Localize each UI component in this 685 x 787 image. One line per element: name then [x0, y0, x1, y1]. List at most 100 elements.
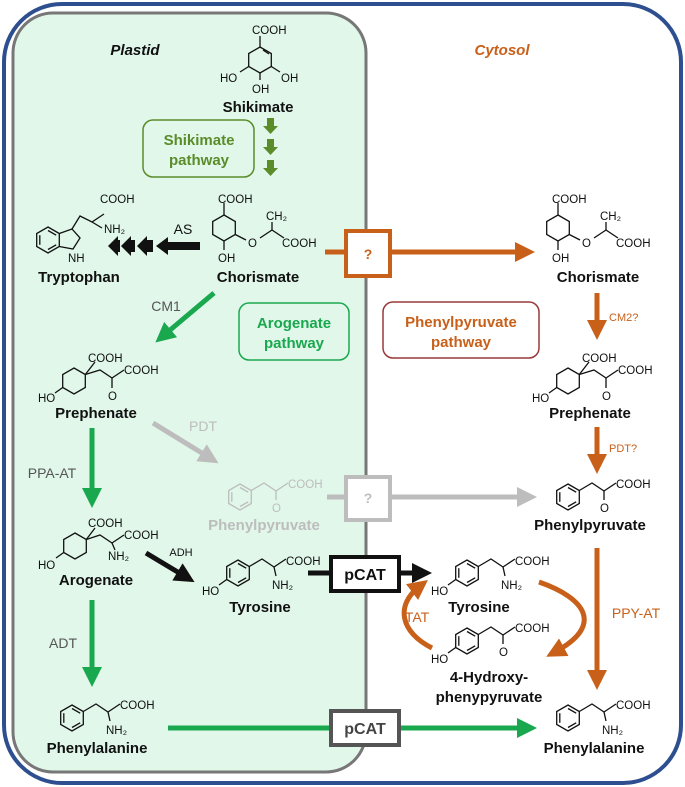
adh-arrow [144, 550, 195, 583]
pcat-label-2: pCAT [344, 721, 386, 738]
compound-hpp-line2: phenypyruvate [436, 689, 543, 706]
enzyme-ppa-at: PPA-AT [28, 465, 77, 481]
shikimate-pathway-box [142, 119, 255, 178]
compound-arogenate: Arogenate [59, 572, 133, 589]
pcat-tyrosine-transporter [329, 555, 401, 593]
tyrosine-cytosol-ho: HO [431, 586, 448, 598]
pcat-label: pCAT [344, 567, 386, 584]
unknown-phenylpyruvate-transporter [344, 475, 392, 522]
tyrosine-plastid-cooh: COOH [286, 556, 321, 568]
prephenate-ho: HO [38, 393, 55, 405]
tyrosine-plastid-ho: HO [202, 586, 219, 598]
phenylalanine-plastid-structure [60, 703, 121, 732]
arogenate-pathway-label-1: Arogenate [257, 315, 331, 332]
enzyme-adh: ADH [169, 547, 192, 559]
shikimate-cooh: COOH [252, 25, 287, 37]
chorismate-cytosol-ch2: CH₂ [600, 211, 621, 223]
chorismate-cytosol-cooh: COOH [552, 194, 587, 206]
unknown-transporter-label: ? [364, 246, 373, 262]
tryptophan-nh: NH [68, 253, 85, 265]
shikimate-oh: OH [281, 73, 298, 85]
prephenate-cooh: COOH [88, 353, 123, 365]
enzyme-tat: TAT [405, 609, 430, 625]
enzyme-as: AS [174, 221, 193, 237]
compound-phenylalanine-plastid: Phenylalanine [47, 740, 148, 757]
plastid-compartment [11, 11, 368, 774]
phenylalanine-cytosol-cooh: COOH [616, 700, 651, 712]
prephenate-cytosol-ho: HO [532, 393, 549, 405]
phenylalanine-plastid-cooh: COOH [120, 700, 155, 712]
enzyme-cm1: CM1 [151, 298, 181, 314]
compound-chorismate-cytosol: Chorismate [557, 269, 640, 286]
phenylalanine-cytosol-nh2: NH₂ [602, 725, 623, 737]
arogenate-cooh: COOH [88, 518, 123, 530]
chorismate-cooh-2: COOH [282, 238, 317, 250]
hpp-cooh: COOH [515, 623, 550, 635]
compound-shikimate: Shikimate [223, 99, 294, 116]
compound-prephenate-cytosol: Prephenate [549, 405, 631, 422]
chorismate-cytosol-oh: OH [552, 253, 569, 265]
hpp-ho: HO [431, 654, 448, 666]
phenylpyruvate-pathway-label-2: pathway [431, 334, 492, 351]
prephenate-cooh-2: COOH [124, 365, 159, 377]
hydroxyphenylpyruvate-structure [447, 626, 516, 655]
arogenate-pathway-label-2: pathway [264, 335, 325, 352]
shikimate-oh-bottom: OH [252, 84, 269, 96]
compound-phenylpyruvate-cytosol: Phenylpyruvate [534, 517, 646, 534]
prephenate-cytosol-cooh-2: COOH [618, 365, 653, 377]
hpp-o: O [499, 647, 508, 659]
enzyme-cm2: CM2? [609, 312, 638, 324]
chorismate-plastid-structure [212, 203, 285, 250]
phenylalanine-cytosol-structure [556, 703, 617, 732]
tyrosine-plastid-structure [218, 558, 287, 587]
phenylpyruvate-plastid-cooh: COOH [288, 479, 323, 491]
enzyme-pdt-cytosol: PDT? [609, 443, 637, 455]
compound-hpp-line1: 4-Hydroxy- [450, 669, 528, 686]
shikimate-structure [239, 36, 281, 80]
pcat-phenylalanine-transporter [329, 709, 401, 747]
phenylpyruvate-cytosol-cooh: COOH [616, 479, 651, 491]
chorismate-ch2: CH₂ [266, 211, 287, 223]
prephenate-o: O [108, 391, 117, 403]
arogenate-structure [55, 527, 125, 560]
ppy-at-transamination-arrow [538, 579, 587, 657]
cytosol-label: Cytosol [474, 42, 530, 59]
tryptophan-cooh: COOH [100, 194, 135, 206]
shikimate-pathway-label-1: Shikimate [164, 132, 235, 149]
phenylpyruvate-plastid-o: O [272, 503, 281, 515]
phenylpyruvate-pathway-box [382, 301, 540, 359]
compound-tyrosine-plastid: Tyrosine [229, 599, 290, 616]
chorismate-cooh: COOH [218, 194, 253, 206]
unknown-transporter-label-2: ? [364, 490, 373, 506]
compound-tryptophan: Tryptophan [38, 269, 120, 286]
phenylpyruvate-pathway-label-1: Phenylpyruvate [405, 314, 517, 331]
tryptophan-structure [36, 213, 105, 254]
enzyme-pdt: PDT [189, 418, 217, 434]
tat-arrow [401, 579, 434, 651]
compound-tyrosine-cytosol: Tyrosine [448, 599, 509, 616]
shikimate-pathway-label-2: pathway [169, 152, 230, 169]
chorismate-cytosol-structure [546, 203, 619, 250]
tyrosine-cytosol-cooh: COOH [515, 556, 550, 568]
chorismate-cytosol-o: O [582, 238, 591, 250]
tyrosine-plastid-nh2: NH₂ [272, 580, 293, 592]
phenylpyruvate-cytosol-structure [556, 482, 617, 511]
shikimate-ho: HO [220, 73, 237, 85]
phenylpyruvate-cytosol-o: O [600, 503, 609, 515]
phenylalanine-plastid-nh2: NH₂ [106, 725, 127, 737]
prephenate-cytosol-o: O [602, 391, 611, 403]
compound-phenylalanine-cytosol: Phenylalanine [544, 740, 645, 757]
enzyme-adt: ADT [49, 635, 77, 651]
compound-chorismate-plastid: Chorismate [217, 269, 300, 286]
shikimate-pathway-arrows [263, 118, 278, 176]
prephenate-cytosol-structure [548, 361, 619, 395]
chorismate-cytosol-cooh-2: COOH [616, 238, 651, 250]
chorismate-o: O [248, 238, 257, 250]
arogenate-cooh-2: COOH [124, 530, 159, 542]
prephenate-plastid-structure [54, 361, 125, 395]
cm1-arrow [155, 291, 216, 343]
chorismate-oh: OH [218, 253, 235, 265]
phenylpyruvate-plastid-structure [228, 482, 289, 511]
compound-phenylpyruvate-plastid: Phenylpyruvate [208, 517, 320, 534]
